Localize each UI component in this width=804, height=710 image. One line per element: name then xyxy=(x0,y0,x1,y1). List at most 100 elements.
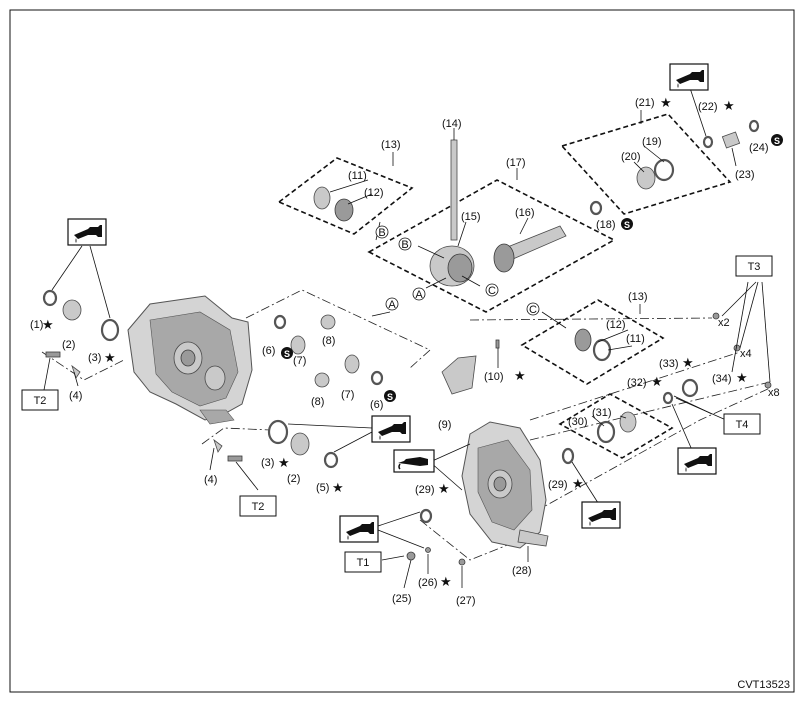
star-icon: ★ xyxy=(723,98,735,113)
shaft-14 xyxy=(450,139,458,241)
callout: (32) xyxy=(627,377,647,389)
group-label: (21) xyxy=(635,97,655,109)
star-icon: ★ xyxy=(514,368,526,383)
leader-lines xyxy=(43,87,771,589)
rings-left xyxy=(42,119,760,524)
multiplier: x4 xyxy=(740,348,752,360)
callout: (25) xyxy=(392,593,412,605)
circle-letter-c-1: C xyxy=(485,283,499,297)
callout: (22) xyxy=(698,101,718,113)
callout: (29) xyxy=(548,479,568,491)
callout: (11) xyxy=(626,333,645,345)
group-box-13-bottom xyxy=(520,299,665,385)
bearing-11-12-top xyxy=(313,186,354,222)
circle-letter-a-1: A xyxy=(385,297,399,311)
callout: (8) xyxy=(311,396,324,408)
group-box-13-top xyxy=(277,157,414,235)
callout: (29) xyxy=(415,484,435,496)
callout: (28) xyxy=(512,565,532,577)
group-label: (17) xyxy=(506,157,526,169)
star-icon: ★ xyxy=(651,374,663,389)
svg-text:S: S xyxy=(624,220,630,230)
star-icon: ★ xyxy=(438,481,450,496)
callout: (6) xyxy=(370,399,383,411)
assembly-line-case-left xyxy=(41,351,125,381)
multiplier: x2 xyxy=(718,317,730,329)
torque-label: T1 xyxy=(357,557,370,569)
torque-label: T3 xyxy=(748,261,761,273)
torque-box-t3: T3 xyxy=(735,255,773,277)
callout: (19) xyxy=(642,136,662,148)
callout: (12) xyxy=(364,187,384,199)
part-9 xyxy=(441,355,477,395)
group-label: (13) xyxy=(381,139,401,151)
callout: (30) xyxy=(568,416,588,428)
torque-box-t2-bottom: T2 xyxy=(239,495,277,517)
star-icon: ★ xyxy=(104,350,116,365)
star-icon: ★ xyxy=(278,455,290,470)
callout: (3) xyxy=(261,457,274,469)
assembly-line-right-cover xyxy=(519,387,771,521)
side-gears-7-8 xyxy=(290,314,360,388)
torque-box-t2-left: T2 xyxy=(21,389,59,411)
group-box-30-32 xyxy=(558,393,674,459)
callout: (16) xyxy=(515,207,535,219)
star-icon: ★ xyxy=(42,317,54,332)
callout: (8) xyxy=(322,335,335,347)
callout: (23) xyxy=(735,169,755,181)
callout-labels: (13) (13) (17) (21) ★ (1) ★ (2) (3) ★ (4… xyxy=(30,95,780,607)
part-23 xyxy=(721,131,741,149)
callout: (7) xyxy=(293,355,306,367)
seal-symbol-icon: S xyxy=(384,390,396,402)
torque-label: T2 xyxy=(252,501,265,513)
oil-can-icon xyxy=(67,218,107,246)
assembly-line-diff xyxy=(245,289,431,369)
oil-can-icon xyxy=(677,447,717,475)
svg-text:B: B xyxy=(378,227,385,239)
grease-tube-icon xyxy=(393,449,435,473)
svg-text:S: S xyxy=(387,392,393,402)
figure-id: CVT13523 xyxy=(737,679,790,691)
star-icon: ★ xyxy=(660,95,672,110)
callout: (4) xyxy=(204,474,217,486)
seal-symbol-icon: S xyxy=(621,218,633,230)
callout: (24) xyxy=(749,142,769,154)
assembly-line-t3-mid xyxy=(529,351,741,421)
torque-box-t1: T1 xyxy=(344,551,382,573)
assembly-line-t3-top xyxy=(469,317,713,321)
callout: (7) xyxy=(341,389,354,401)
drive-pinion-16 xyxy=(493,225,567,273)
svg-text:C: C xyxy=(488,285,496,297)
torque-label: T2 xyxy=(34,395,47,407)
assembly-line-bottom xyxy=(201,427,271,445)
callout: (11) xyxy=(348,170,367,182)
star-icon: ★ xyxy=(736,370,748,385)
callout: (26) xyxy=(418,577,438,589)
callout: (18) xyxy=(596,219,616,231)
assembly-line-bottom-bolts xyxy=(419,519,521,561)
oil-can-icon xyxy=(339,515,379,543)
assembly-line-t3-low xyxy=(529,381,771,441)
transmission-case-left xyxy=(127,295,253,425)
callout: (27) xyxy=(456,595,476,607)
group-label: (13) xyxy=(628,291,648,303)
svg-text:B: B xyxy=(401,239,408,251)
callout: (6) xyxy=(262,345,275,357)
callout: (33) xyxy=(659,358,679,370)
callout: (34) xyxy=(712,373,732,385)
callout: (1) xyxy=(30,319,43,331)
circle-letter-a-2: A xyxy=(412,287,426,301)
callout: (15) xyxy=(461,211,481,223)
svg-text:S: S xyxy=(774,136,780,146)
star-icon: ★ xyxy=(440,574,452,589)
callout: (2) xyxy=(62,339,75,351)
bearing-19-20 xyxy=(636,158,675,190)
transmission-case-right xyxy=(461,421,549,549)
svg-text:S: S xyxy=(284,349,290,359)
svg-text:A: A xyxy=(388,299,396,311)
callout: (9) xyxy=(438,419,451,431)
callout: (14) xyxy=(442,118,462,130)
callout: (5) xyxy=(316,482,329,494)
